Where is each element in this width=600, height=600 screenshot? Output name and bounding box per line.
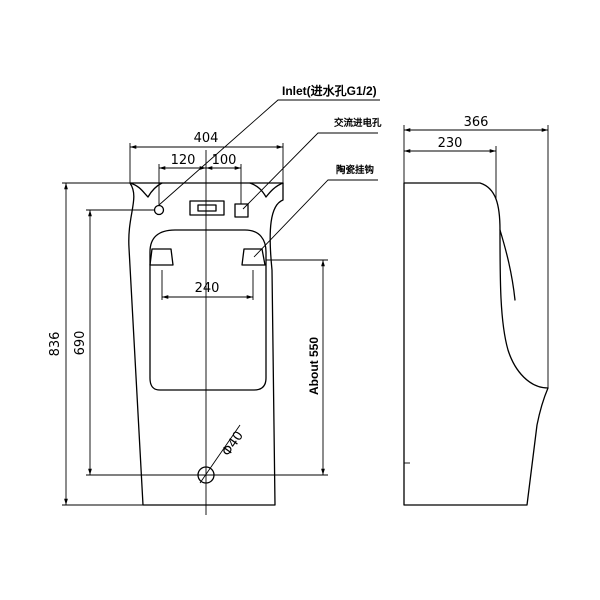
front-top-rim <box>129 182 284 198</box>
left-ceramic-hook <box>149 248 174 266</box>
front-view <box>128 150 284 515</box>
ceramic-hook-leader <box>253 179 378 258</box>
ac-inlet-square <box>234 203 249 218</box>
side-view <box>403 125 549 506</box>
callout-leaders <box>158 99 380 258</box>
inlet-hole-icon <box>153 204 165 216</box>
ac-inlet-label: 交流进电孔 <box>334 117 382 129</box>
sensor-window-inner <box>197 204 217 212</box>
sensor-window <box>189 200 225 216</box>
side-front-curve <box>499 229 516 301</box>
inlet-label: Inlet(进水孔G1/2) <box>282 83 377 98</box>
dim-label-230: 230 <box>438 136 463 151</box>
ac-inlet-leader <box>242 132 378 210</box>
about-550-label: About 550 <box>307 337 321 395</box>
dim-label-836: 836 <box>48 332 63 357</box>
dim-label-366: 366 <box>464 115 489 130</box>
ceramic-hook-label: 陶瓷挂钩 <box>336 164 375 176</box>
side-body-outline <box>403 182 549 506</box>
dim-label-240: 240 <box>195 281 220 296</box>
diameter-40-label: Φ40 <box>219 429 247 460</box>
right-ceramic-hook <box>241 248 266 266</box>
front-inner-bowl <box>149 229 267 391</box>
text-labels: Inlet(进水孔G1/2) 交流进电孔 陶瓷挂钩 404 120 100 24… <box>48 83 488 459</box>
dim-label-100: 100 <box>212 153 237 168</box>
dim-label-690: 690 <box>73 331 88 356</box>
inlet-leader <box>158 99 380 206</box>
front-dimensions <box>62 143 328 506</box>
dim-label-404: 404 <box>194 131 219 146</box>
diameter-leader <box>199 424 241 484</box>
front-body-outline <box>128 182 284 506</box>
dim-label-120: 120 <box>171 153 196 168</box>
